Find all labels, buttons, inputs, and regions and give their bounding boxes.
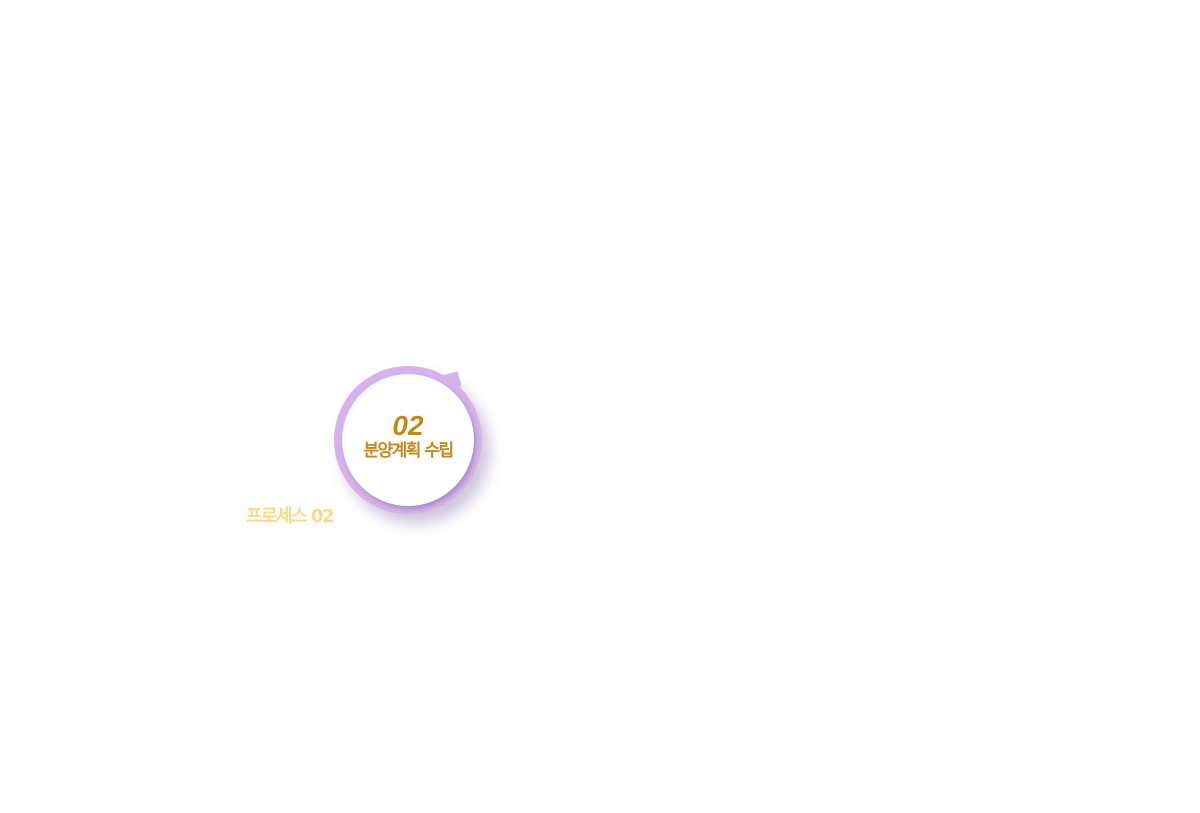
badge-inner-circle: 02 분양계획 수립 [342,374,474,506]
step-badge[interactable]: 02 분양계획 수립 [334,366,482,514]
step-number: 02 [392,410,424,441]
step-title: 분양계획 수립 [363,441,454,461]
process-label: 프로세스 02 [246,506,335,527]
